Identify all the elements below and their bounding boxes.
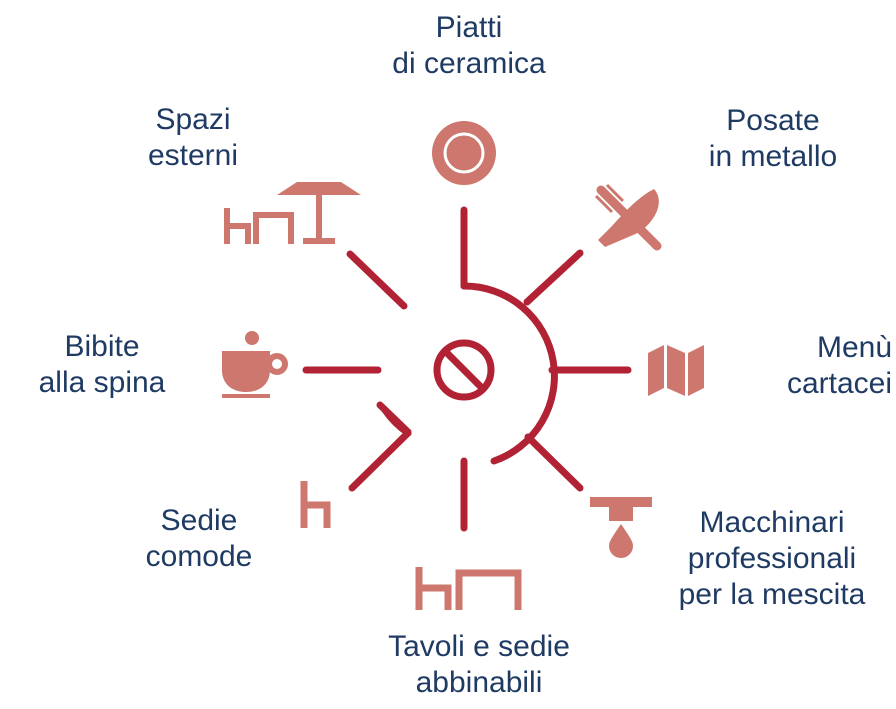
- label-tables-line-1: Tavoli e sedie: [388, 630, 570, 663]
- spokes: [302, 206, 632, 532]
- label-machines: Macchinari professionali per la mescita: [679, 505, 866, 613]
- label-drinks-line-2: alla spina: [38, 366, 166, 399]
- spoke-top-left: [346, 250, 408, 310]
- tap-machine-icon: [590, 497, 652, 558]
- label-outdoor-line-1: Spazi: [155, 103, 231, 136]
- label-machines-line-1: Macchinari: [699, 506, 845, 539]
- label-machines-line-2: professionali: [687, 542, 857, 575]
- label-outdoor-line-2: esterni: [147, 139, 239, 172]
- label-tables-line-2: abbinabili: [415, 666, 543, 699]
- label-menus-line-1: Menù: [816, 331, 892, 364]
- label-cutlery: Posate in metallo: [709, 103, 837, 175]
- label-cutlery-line-1: Posate: [726, 104, 820, 137]
- hub-arc-left: [376, 401, 412, 437]
- plate-icon: [432, 121, 496, 185]
- label-tables: Tavoli e sedie abbinabili: [388, 629, 570, 701]
- label-drinks: Bibite alla spina: [39, 329, 166, 401]
- menu-book-icon: [648, 345, 704, 396]
- label-chairs-line-2: comode: [145, 540, 253, 573]
- table-chair-icon: [415, 567, 522, 610]
- label-outdoor: Spazi esterni: [148, 102, 238, 174]
- label-drinks-line-1: Bibite: [64, 330, 140, 363]
- label-chairs: Sedie comode: [146, 503, 253, 575]
- label-menus-line-2: cartacei: [786, 367, 892, 400]
- cutlery-icon: [594, 183, 662, 251]
- label-menus: Menù cartacei: [787, 330, 892, 402]
- label-chairs-line-1: Sedie: [160, 504, 238, 537]
- label-plates-line-1: Piatti: [435, 11, 503, 44]
- no-entry-icon: [433, 339, 495, 401]
- label-plates: Piatti di ceramica: [392, 10, 545, 82]
- parasol-table-icon: [224, 182, 361, 244]
- spoke-bottom-right: [524, 433, 584, 492]
- label-plates-line-2: di ceramica: [392, 47, 546, 80]
- chair-icon: [300, 481, 331, 528]
- label-cutlery-line-2: in metallo: [708, 140, 838, 173]
- coffee-cup-icon: [222, 331, 288, 398]
- label-machines-line-3: per la mescita: [678, 578, 866, 611]
- spoke-top-right: [523, 249, 584, 306]
- spoke-bottom-left: [348, 429, 412, 492]
